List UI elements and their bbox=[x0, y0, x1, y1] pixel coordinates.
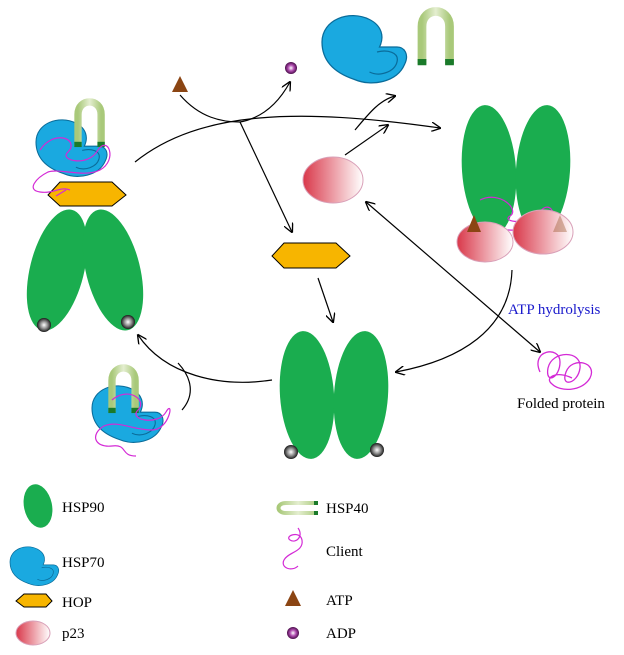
atp-site-icon bbox=[370, 443, 384, 457]
client-tail bbox=[55, 189, 67, 197]
hsp40-icon bbox=[418, 12, 454, 66]
arrow-bottom-cycle bbox=[138, 335, 273, 383]
legend-hsp70-label: HSP70 bbox=[62, 555, 105, 571]
atp-site-icon bbox=[121, 315, 135, 329]
legend-p23-icon bbox=[15, 620, 51, 646]
atp-site-icon bbox=[284, 445, 298, 459]
arrow-p23-bind bbox=[344, 125, 388, 156]
arrow-hsp70-release bbox=[354, 96, 395, 131]
p23-ellipse bbox=[302, 156, 364, 204]
hsp40-icon bbox=[74, 102, 104, 147]
hsp70-client-complex bbox=[91, 368, 171, 457]
arrow-adp-out bbox=[239, 82, 290, 123]
legend-hop-icon bbox=[15, 593, 53, 608]
arrow-p23-folded-protein bbox=[366, 202, 540, 352]
p23-ellipse bbox=[512, 209, 574, 255]
hsp90-monomer-right bbox=[515, 105, 571, 235]
legend: HSP90 HSP70 HOP p23 HSP40 Client ATP ADP bbox=[9, 484, 369, 646]
arrow-atp-hydrolysis bbox=[396, 269, 513, 372]
arrow-top-cycle bbox=[134, 115, 440, 163]
arrow-hsp70-join bbox=[177, 362, 191, 411]
atp-triangle-icon bbox=[467, 215, 481, 232]
hsp90-monomer-left bbox=[26, 209, 88, 331]
legend-atp-icon bbox=[285, 590, 301, 606]
legend-p23-label: p23 bbox=[62, 626, 85, 642]
p23-ellipse bbox=[456, 221, 514, 263]
hop-pentagon bbox=[271, 242, 351, 269]
atp-hydrolysis-label: ATP hydrolysis bbox=[508, 302, 601, 318]
atp-triangle-icon bbox=[172, 76, 188, 92]
hsp70-icon bbox=[321, 14, 408, 84]
hsp70-icon bbox=[35, 119, 108, 177]
client-protein-strand bbox=[32, 137, 111, 193]
legend-hsp70-icon bbox=[9, 546, 60, 586]
folded-protein-label: Folded protein bbox=[517, 396, 605, 412]
legend-hsp40-icon bbox=[276, 501, 318, 515]
atp-site-icon bbox=[37, 318, 51, 332]
hop-pentagon bbox=[47, 181, 127, 207]
legend-hsp90-label: HSP90 bbox=[62, 500, 105, 516]
hsp90-monomer-left bbox=[461, 105, 517, 235]
legend-hsp40-label: HSP40 bbox=[326, 501, 369, 517]
released-hsp70-hsp40 bbox=[321, 12, 454, 84]
client-protein-strand bbox=[95, 393, 171, 457]
legend-atp-label: ATP bbox=[326, 593, 353, 609]
free-hsp90-dimer bbox=[279, 331, 389, 459]
arrow-hop-release bbox=[239, 121, 292, 232]
hsp90-monomer-left bbox=[279, 331, 335, 459]
legend-client-label: Client bbox=[326, 544, 363, 560]
hsp90-monomer-right bbox=[333, 331, 389, 459]
legend-hsp90-icon bbox=[23, 484, 53, 528]
arrow-hop-to-hsp90 bbox=[317, 277, 333, 322]
folded-protein-squiggle bbox=[537, 351, 593, 390]
legend-adp-icon bbox=[287, 627, 299, 639]
left-loading-complex bbox=[26, 102, 144, 332]
atp-triangle-icon bbox=[553, 215, 567, 232]
hsp90-monomer-right bbox=[82, 209, 144, 331]
legend-adp-label: ADP bbox=[326, 626, 356, 642]
legend-hop-label: HOP bbox=[62, 595, 92, 611]
legend-client-icon bbox=[282, 527, 303, 570]
arrow-atp-in bbox=[179, 94, 241, 123]
adp-dot-icon bbox=[285, 62, 297, 74]
closed-hsp90-complex bbox=[456, 105, 574, 263]
